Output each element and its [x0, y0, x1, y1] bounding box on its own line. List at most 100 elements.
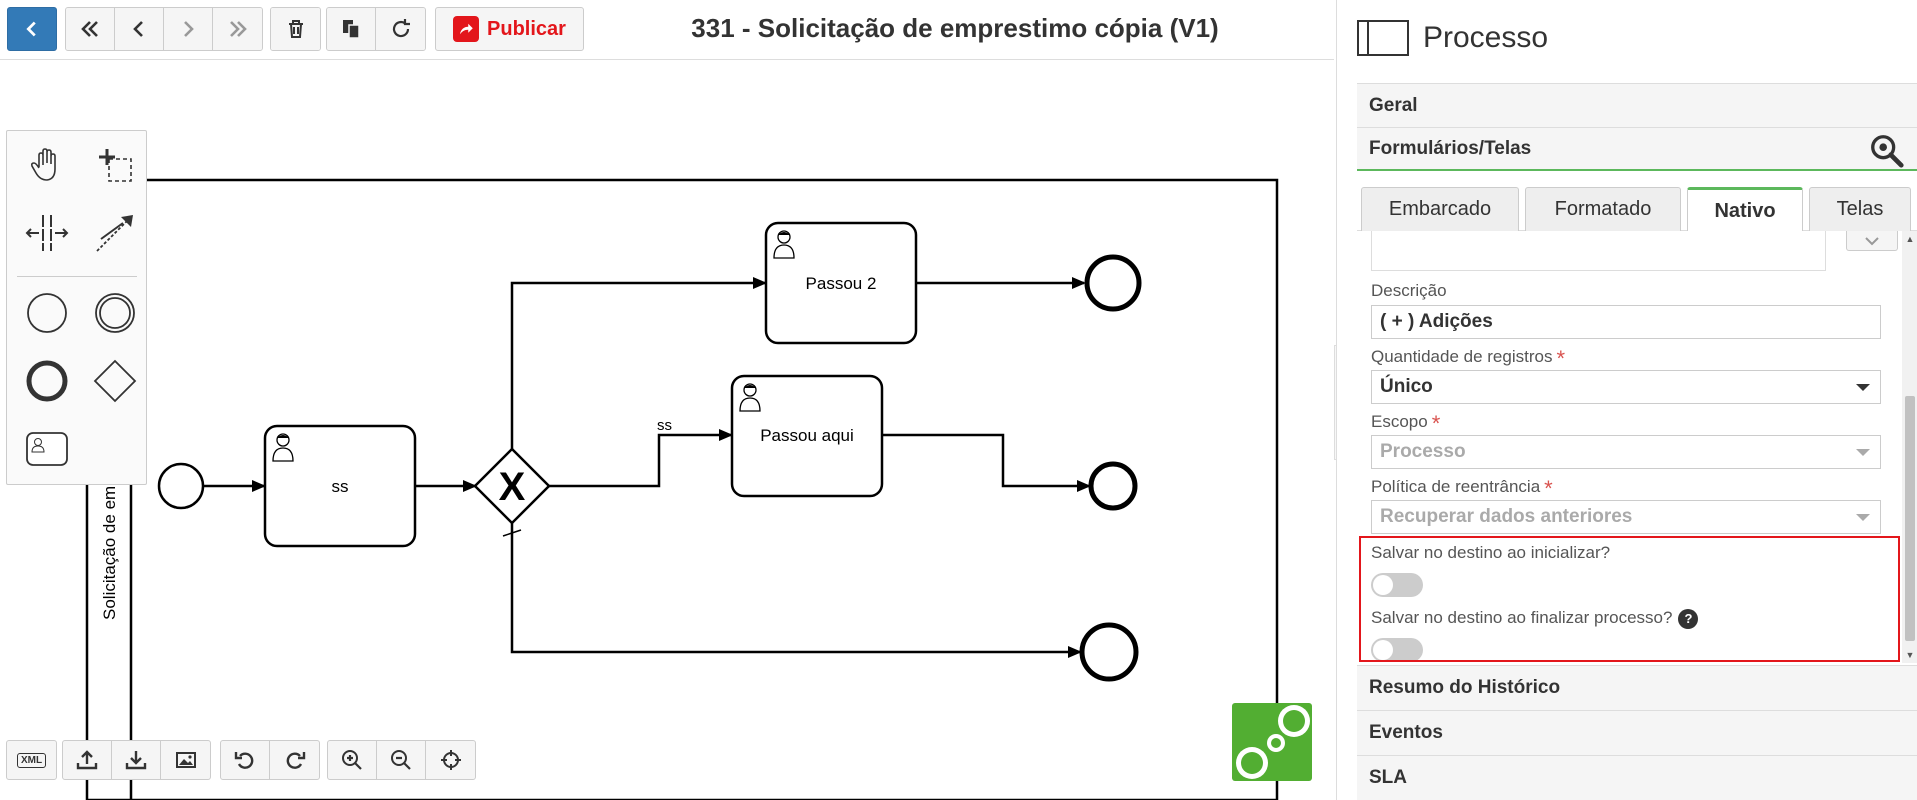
section-eventos[interactable]: Eventos: [1357, 710, 1917, 755]
tab-telas[interactable]: Telas: [1809, 187, 1911, 231]
double-chevron-right-icon: [229, 21, 247, 37]
download-button[interactable]: [112, 741, 161, 779]
quantidade-value: Único: [1380, 376, 1433, 397]
default-flow-marker: [502, 529, 522, 537]
zoom-out-icon: [391, 750, 411, 770]
user-task-passou-aqui[interactable]: Passou aqui: [730, 374, 884, 498]
gateway-icon: [93, 359, 137, 403]
section-geral-label: Geral: [1369, 94, 1418, 116]
scroll-up-icon[interactable]: ▲: [1905, 234, 1915, 244]
lasso-tool[interactable]: [87, 137, 143, 193]
palette-separator: [17, 276, 137, 277]
tab-formatado[interactable]: Formatado: [1525, 187, 1681, 231]
quantidade-select[interactable]: Único: [1371, 370, 1881, 404]
tab-nativo[interactable]: Nativo: [1687, 187, 1803, 233]
tab-embarcado[interactable]: Embarcado: [1361, 187, 1519, 231]
hand-tool-icon: [30, 148, 56, 181]
crosshair-icon: [440, 750, 461, 770]
create-start-event[interactable]: [19, 285, 75, 341]
upload-icon: [76, 750, 98, 770]
xml-label: XML: [16, 752, 47, 768]
diagram-canvas[interactable]: Solicitação de empresti ss ss X: [0, 60, 1334, 800]
section-resumo[interactable]: Resumo do Histórico: [1357, 665, 1917, 710]
descricao-input[interactable]: ( + ) Adições: [1371, 305, 1881, 339]
scroll-down-icon[interactable]: ▼: [1905, 650, 1915, 660]
export-image-button[interactable]: [161, 741, 210, 779]
task-label: ss: [332, 477, 349, 496]
delete-button[interactable]: [271, 8, 320, 50]
hand-tool[interactable]: [19, 137, 75, 193]
create-gateway[interactable]: [87, 353, 143, 409]
undo-button[interactable]: [221, 741, 270, 779]
sequence-flow[interactable]: [510, 523, 1082, 658]
chevron-left-icon: [26, 21, 36, 37]
section-eventos-label: Eventos: [1369, 722, 1443, 743]
user-task-passou-2[interactable]: Passou 2: [764, 221, 918, 345]
politica-select[interactable]: Recuperar dados anteriores: [1371, 500, 1881, 534]
section-formularios-label: Formulários/Telas: [1369, 137, 1532, 159]
native-form-scroll-area[interactable]: Descrição ( + ) Adições Quantidade de re…: [1357, 231, 1917, 663]
flow-label: ss: [657, 417, 672, 434]
exclusive-gateway[interactable]: X: [473, 447, 551, 525]
end-event[interactable]: [1079, 622, 1139, 682]
xml-button[interactable]: XML: [7, 741, 56, 779]
escopo-value: Processo: [1380, 441, 1466, 462]
upload-button[interactable]: [63, 741, 112, 779]
section-sla[interactable]: SLA: [1357, 755, 1917, 800]
required-marker: *: [1544, 476, 1553, 501]
scroll-thumb[interactable]: [1905, 396, 1915, 641]
double-chevron-left-icon: [81, 21, 98, 37]
create-intermediate-event[interactable]: [87, 285, 143, 341]
center-button[interactable]: [426, 741, 475, 779]
chevron-down-icon: [1865, 236, 1879, 245]
bpmn-diagram[interactable]: Solicitação de empresti ss ss X: [0, 60, 1334, 800]
salvar-inicializar-toggle[interactable]: [1371, 573, 1423, 597]
publish-label: Publicar: [487, 17, 566, 40]
history-group: [220, 740, 320, 780]
navigation-group: [65, 7, 263, 51]
zoom-out-button[interactable]: [377, 741, 426, 779]
expand-button[interactable]: [1846, 231, 1898, 251]
refresh-icon: [392, 19, 410, 38]
sequence-flow[interactable]: [510, 277, 767, 449]
section-formularios[interactable]: Formulários/Telas: [1357, 127, 1917, 171]
file-group: [62, 740, 211, 780]
zoom-in-button[interactable]: [328, 741, 377, 779]
toggle-knob: [1373, 575, 1393, 595]
salvar-finalizar-toggle[interactable]: [1371, 638, 1423, 662]
publish-button[interactable]: Publicar: [435, 7, 584, 51]
redo-button[interactable]: [270, 741, 319, 779]
create-user-task[interactable]: [19, 421, 75, 477]
sequence-flow[interactable]: [882, 433, 1091, 492]
end-event[interactable]: [1088, 461, 1138, 511]
previous-field-box[interactable]: [1371, 231, 1826, 271]
section-geral[interactable]: Geral: [1357, 83, 1917, 127]
back-button[interactable]: [7, 7, 57, 51]
create-end-event[interactable]: [19, 353, 75, 409]
start-event[interactable]: [157, 462, 205, 510]
descricao-value: ( + ) Adições: [1380, 311, 1493, 332]
escopo-select[interactable]: Processo: [1371, 435, 1881, 469]
previous-button[interactable]: [115, 8, 164, 50]
form-scrollbar[interactable]: ▲ ▼: [1902, 231, 1917, 663]
space-tool[interactable]: [19, 205, 75, 261]
escopo-label: Escopo*: [1371, 411, 1441, 436]
first-button[interactable]: [66, 8, 115, 50]
refresh-button[interactable]: [376, 8, 425, 50]
required-marker: *: [1556, 346, 1566, 371]
user-task-ss[interactable]: ss: [263, 424, 417, 548]
next-button[interactable]: [164, 8, 213, 50]
search-icon[interactable]: [1868, 132, 1906, 170]
copy-button[interactable]: [327, 8, 376, 50]
caret-down-icon: [1856, 384, 1870, 391]
politica-label: Política de reentrância*: [1371, 476, 1553, 501]
quantidade-label: Quantidade de registros*: [1371, 346, 1566, 371]
help-icon[interactable]: ?: [1678, 608, 1699, 629]
end-event[interactable]: [1084, 254, 1142, 312]
connect-tool[interactable]: [87, 205, 143, 261]
last-button[interactable]: [213, 8, 262, 50]
image-icon: [175, 752, 196, 768]
pool-border[interactable]: [85, 178, 1279, 800]
tab-label: Nativo: [1714, 200, 1776, 222]
sequence-flow[interactable]: [549, 429, 733, 488]
